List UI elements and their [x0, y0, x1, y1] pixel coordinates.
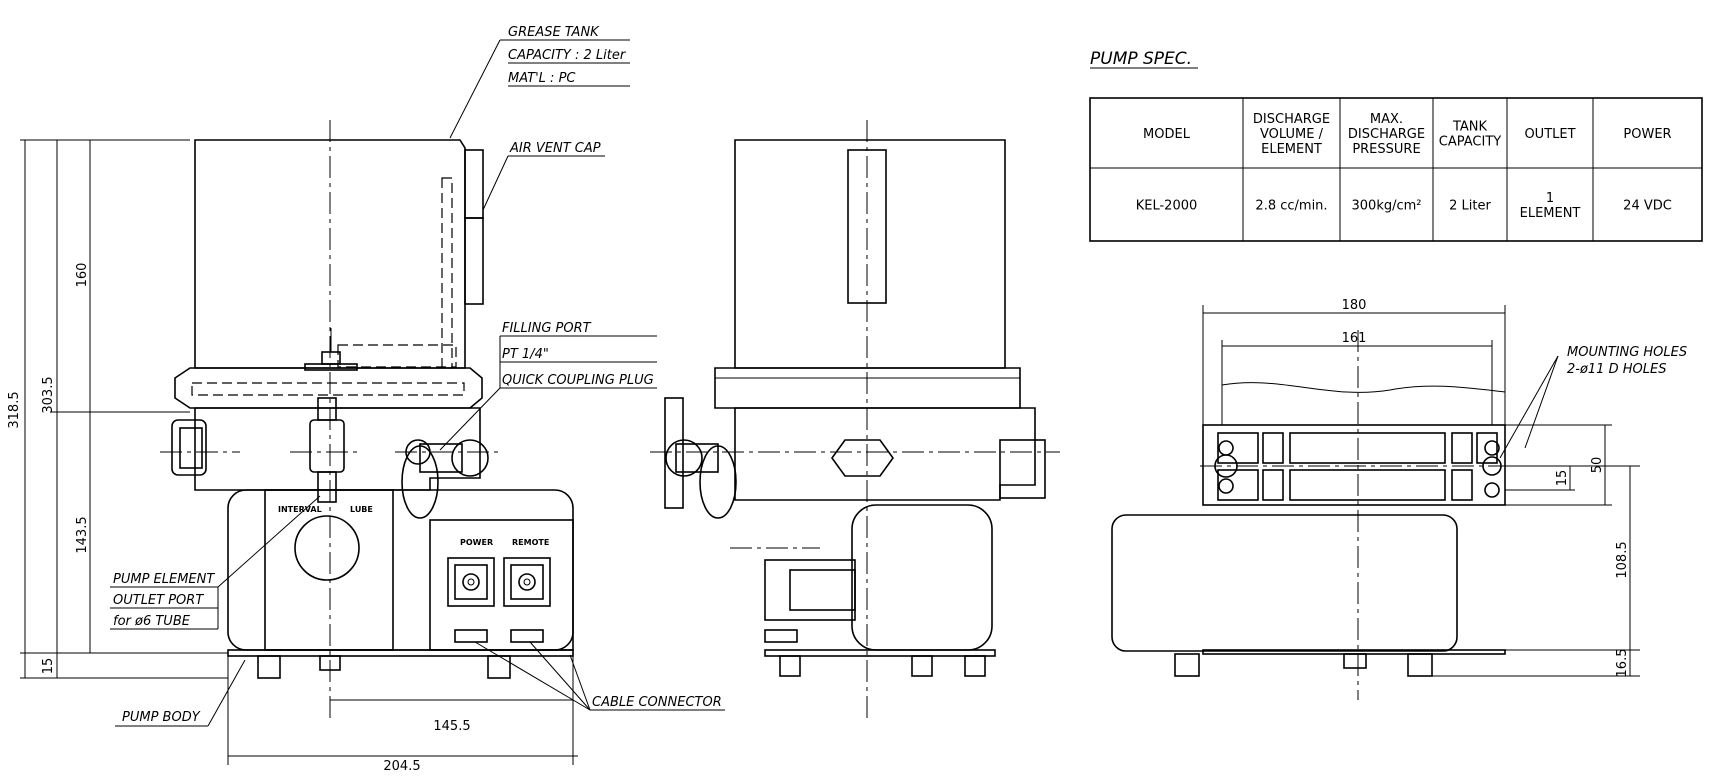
dim-204-5: 204.5 — [383, 759, 420, 774]
spec-title: PUMP SPEC. — [1090, 49, 1192, 69]
dim-180: 180 — [1342, 298, 1367, 313]
pump-element-label: PUMP ELEMENT — [113, 572, 215, 587]
mounting-holes-label: MOUNTING HOLES — [1567, 345, 1687, 360]
dim-318-5: 318.5 — [7, 391, 22, 428]
interval-label: INTERVAL — [278, 505, 322, 514]
filling-port-label: FILLING PORT — [502, 321, 592, 336]
spec-value-cell: 2 Liter — [1449, 199, 1491, 214]
d-holes-label: 2-ø11 D HOLES — [1567, 362, 1666, 377]
spec-header-cell: DISCHARGE — [1253, 112, 1330, 127]
dim-160: 160 — [75, 263, 90, 288]
spec-value-cell: 2.8 cc/min. — [1255, 199, 1327, 214]
remote-label: REMOTE — [512, 538, 549, 547]
front-view: INTERVAL LUBE POWER REMOTE — [160, 120, 574, 720]
outlet-port-label: OUTLET PORT — [113, 593, 204, 608]
side-view — [650, 120, 1060, 720]
plan-view — [1111, 330, 1520, 700]
spec-value-cell: 1 — [1546, 191, 1554, 206]
pump-body-label: PUMP BODY — [122, 710, 201, 725]
spec-table — [1089, 97, 1703, 242]
capacity-label: CAPACITY : 2 Liter — [508, 48, 627, 63]
dim-303-5: 303.5 — [41, 376, 56, 413]
front-view-labels: GREASE TANK CAPACITY : 2 Liter MAT'L : P… — [110, 25, 725, 727]
spec-header-cell: TANK — [1452, 120, 1488, 135]
dim-15b: 15 — [1555, 470, 1570, 487]
dim-143-5: 143.5 — [75, 516, 90, 553]
spec-value-cell: 300kg/cm² — [1352, 199, 1422, 214]
dim-108-5: 108.5 — [1615, 541, 1630, 578]
spec-header-cell: POWER — [1623, 127, 1671, 142]
dim-50: 50 — [1590, 457, 1605, 474]
lube-label: LUBE — [350, 505, 373, 514]
spec-value-cell: ELEMENT — [1520, 206, 1581, 221]
tube-label: for ø6 TUBE — [113, 614, 191, 629]
spec-header-cell: MAX. — [1370, 112, 1403, 127]
spec-header-cell: ELEMENT — [1261, 142, 1322, 157]
spec-header-cell: VOLUME / — [1260, 127, 1324, 142]
dim-15: 15 — [41, 658, 56, 675]
spec-value-cell: KEL-2000 — [1136, 199, 1198, 214]
spec-header-cell: CAPACITY — [1439, 135, 1501, 150]
spec-header-cell: MODEL — [1143, 127, 1191, 142]
pt-label: PT 1/4" — [502, 347, 549, 362]
grease-tank-label: GREASE TANK — [508, 25, 600, 40]
air-vent-cap-shape — [464, 149, 484, 219]
dim-16-5: 16.5 — [1615, 649, 1630, 678]
front-view-dimensions: 318.5 303.5 160 143.5 15 145.5 204.5 — [7, 139, 578, 774]
quick-coupling-label: QUICK COUPLING PLUG — [502, 373, 654, 388]
material-label: MAT'L : PC — [508, 71, 576, 86]
spec-value-cell: 24 VDC — [1623, 199, 1672, 214]
spec-header-cell: PRESSURE — [1352, 142, 1420, 157]
plan-view-dimensions: 180 161 MOUNTING HOLES 2-ø11 D HOLES 50 … — [1202, 298, 1687, 678]
power-label: POWER — [460, 538, 493, 547]
cable-connector-label: CABLE CONNECTOR — [592, 695, 722, 710]
spec-header-cell: OUTLET — [1524, 127, 1575, 142]
dim-145-5: 145.5 — [433, 719, 470, 734]
dim-161: 161 — [1342, 331, 1367, 346]
spec-header-cell: DISCHARGE — [1348, 127, 1425, 142]
air-vent-cap-label: AIR VENT CAP — [509, 141, 601, 156]
